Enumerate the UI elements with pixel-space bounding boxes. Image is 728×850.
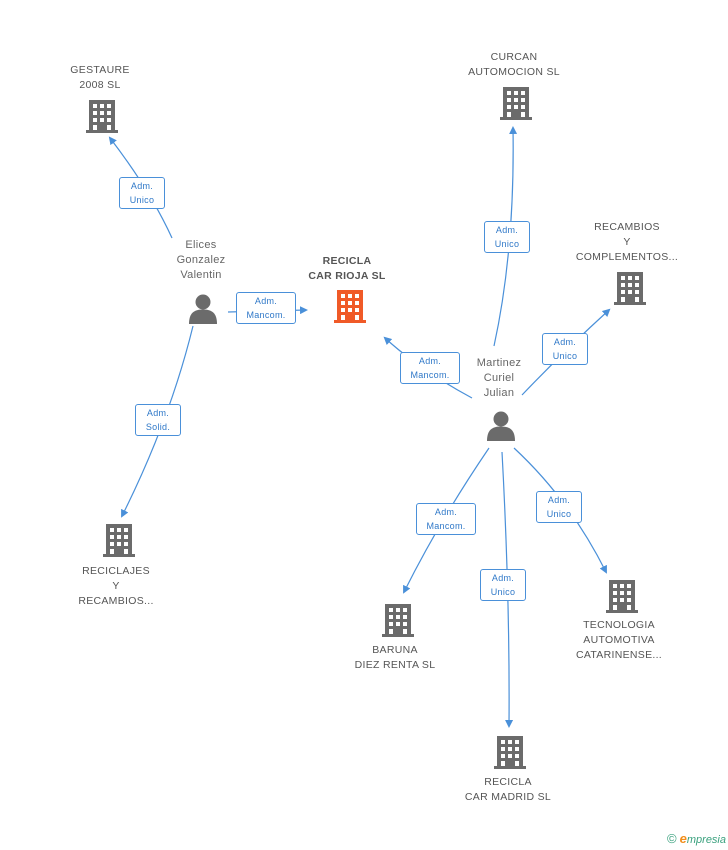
node-label-line: Elices xyxy=(185,239,217,251)
edge-label-line: Adm. xyxy=(254,296,278,306)
edge-label-martinez-rioja[interactable]: Adm. Mancom. xyxy=(400,352,460,384)
node-label-line: RECICLAJES xyxy=(82,565,150,577)
node-label-recicla-rioja[interactable]: RECICLA CAR RIOJA SL xyxy=(272,254,422,284)
node-label-line: DIEZ RENTA SL xyxy=(354,659,436,671)
edge-label-line: Adm. xyxy=(146,408,170,418)
edge-label-elices-gestaure[interactable]: Adm. Unico xyxy=(119,177,165,209)
node-label-line: AUTOMOCION SL xyxy=(468,66,560,78)
node-label-line: Curiel xyxy=(483,372,515,384)
node-label-recambios[interactable]: RECAMBIOS Y COMPLEMENTOS... xyxy=(552,220,702,265)
node-label-curcan[interactable]: CURCAN AUTOMOCION SL xyxy=(439,50,589,80)
node-label-line: Valentin xyxy=(180,269,222,281)
edge-label-martinez-tecnologia[interactable]: Adm. Unico xyxy=(536,491,582,523)
node-label-line: Martinez xyxy=(476,357,522,369)
edge-label-line: Adm. xyxy=(491,573,515,583)
edge-label-line: Adm. xyxy=(495,225,519,235)
brand-logo[interactable]: empresia xyxy=(679,831,726,846)
building-icon[interactable] xyxy=(103,524,135,557)
node-label-recicla-madrid[interactable]: RECICLA CAR MADRID SL xyxy=(433,775,583,805)
edge-label-martinez-curcan[interactable]: Adm. Unico xyxy=(484,221,530,253)
brand-logo-e: e xyxy=(679,831,687,846)
node-label-line: RECAMBIOS xyxy=(594,221,660,233)
copyright-notice: © empresia xyxy=(667,831,726,846)
node-label-tecnologia[interactable]: TECNOLOGIA AUTOMOTIVA CATARINENSE... xyxy=(544,618,694,663)
node-label-line: CATARINENSE... xyxy=(575,649,663,661)
building-icon[interactable] xyxy=(494,736,526,769)
edge-label-elices-reciclajes[interactable]: Adm. Solid. xyxy=(135,404,181,436)
edge-label-martinez-madrid[interactable]: Adm. Unico xyxy=(480,569,526,601)
copyright-icon: © xyxy=(666,831,677,846)
building-icon[interactable] xyxy=(614,272,646,305)
node-label-line: 2008 SL xyxy=(79,79,121,91)
node-label-line: GESTAURE xyxy=(70,64,130,76)
node-label-baruna[interactable]: BARUNA DIEZ RENTA SL xyxy=(320,643,470,673)
building-icon[interactable] xyxy=(382,604,414,637)
node-label-elices[interactable]: Elices Gonzalez Valentin xyxy=(126,238,276,283)
edge-label-line: Mancom. xyxy=(426,521,466,531)
building-icon[interactable] xyxy=(606,580,638,613)
node-label-line: Y xyxy=(112,580,120,592)
edge-label-line: Mancom. xyxy=(410,370,450,380)
node-label-line: CAR MADRID SL xyxy=(464,791,552,803)
node-label-line: RECAMBIOS... xyxy=(78,595,154,607)
node-label-gestaure[interactable]: GESTAURE 2008 SL xyxy=(25,63,175,93)
node-label-line: TECNOLOGIA xyxy=(583,619,655,631)
node-label-line: RECICLA xyxy=(322,255,372,267)
edge-label-line: Adm. xyxy=(553,337,577,347)
edge-label-martinez-baruna[interactable]: Adm. Mancom. xyxy=(416,503,476,535)
building-icon[interactable] xyxy=(334,290,366,323)
edge-label-line: Mancom. xyxy=(246,310,286,320)
building-icon[interactable] xyxy=(86,100,118,133)
person-icon[interactable] xyxy=(189,294,217,325)
node-label-line: AUTOMOTIVA xyxy=(583,634,655,646)
edge-label-line: Adm. xyxy=(434,507,458,517)
edge-label-line: Unico xyxy=(552,351,578,361)
brand-logo-text: mpresia xyxy=(686,834,726,846)
node-label-line: CAR RIOJA SL xyxy=(308,270,386,282)
edge-label-line: Unico xyxy=(129,195,155,205)
edge-label-line: Unico xyxy=(546,509,572,519)
node-label-martinez[interactable]: Martinez Curiel Julian xyxy=(424,356,574,401)
node-label-line: BARUNA xyxy=(372,644,418,656)
edge-label-line: Adm. xyxy=(547,495,571,505)
edge-label-elices-rioja[interactable]: Adm. Mancom. xyxy=(236,292,296,324)
edge-label-line: Adm. xyxy=(418,356,442,366)
node-label-line: Julian xyxy=(483,387,515,399)
edge-label-martinez-recambios[interactable]: Adm. Unico xyxy=(542,333,588,365)
node-label-line: RECICLA xyxy=(484,776,532,788)
node-label-reciclajes[interactable]: RECICLAJES Y RECAMBIOS... xyxy=(41,564,191,609)
building-icon[interactable] xyxy=(500,87,532,120)
node-label-line: Gonzalez xyxy=(176,254,226,266)
node-label-line: COMPLEMENTOS... xyxy=(575,251,679,263)
person-icon[interactable] xyxy=(487,411,515,442)
edge-label-line: Solid. xyxy=(145,422,171,432)
edge-label-line: Adm. xyxy=(130,181,154,191)
node-label-line: Y xyxy=(623,236,631,248)
node-label-line: CURCAN xyxy=(490,51,538,63)
edge-label-line: Unico xyxy=(494,239,520,249)
edge-label-line: Unico xyxy=(490,587,516,597)
